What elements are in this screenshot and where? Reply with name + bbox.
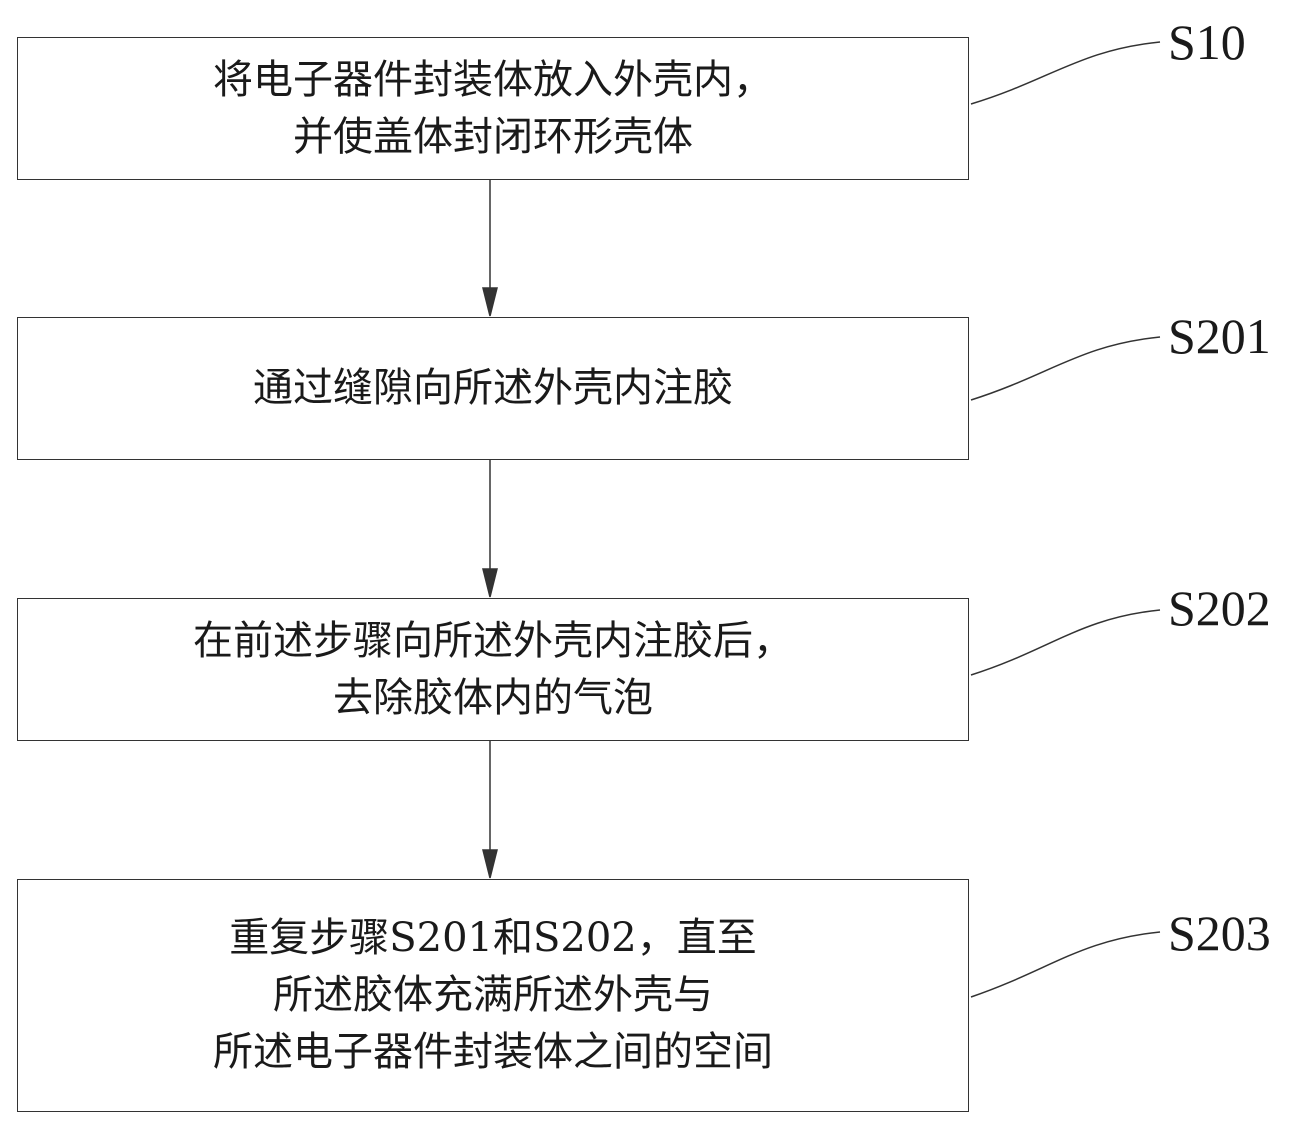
- step-label-s202: S202: [1168, 580, 1271, 636]
- step-text-line: 去除胶体内的气泡: [333, 674, 653, 721]
- step-label-s10: S10: [1168, 14, 1246, 70]
- step-text-line: 所述胶体充满所述外壳与: [273, 972, 713, 1018]
- step-text-line: 并使盖体封闭环形壳体: [293, 113, 693, 160]
- step-text-line: 通过缝隙向所述外壳内注胶: [253, 365, 733, 411]
- step-box-s201: 通过缝隙向所述外壳内注胶: [17, 317, 969, 460]
- leader-line-s202: [970, 609, 1161, 676]
- leader-line-s201: [970, 336, 1161, 401]
- flow-arrow-s202-to-s203: [482, 741, 498, 879]
- step-label-s203: S203: [1168, 905, 1271, 961]
- step-box-s203: 重复步骤S201和S202，直至 所述胶体充满所述外壳与 所述电子器件封装体之间…: [17, 879, 969, 1112]
- leader-line-s203: [970, 931, 1161, 998]
- step-text-line: 所述电子器件封装体之间的空间: [213, 1029, 773, 1075]
- flow-arrow-s10-to-s201: [482, 180, 498, 317]
- flow-arrow-s201-to-s202: [482, 460, 498, 598]
- step-box-s202: 在前述步骤向所述外壳内注胶后， 去除胶体内的气泡: [17, 598, 969, 741]
- step-text-line: 在前述步骤向所述外壳内注胶后，: [193, 617, 793, 664]
- leader-line-s10: [970, 41, 1161, 105]
- step-box-s10: 将电子器件封装体放入外壳内， 并使盖体封闭环形壳体: [17, 37, 969, 180]
- step-text-line: 重复步骤S201和S202，直至: [229, 915, 757, 961]
- step-text-line: 将电子器件封装体放入外壳内，: [213, 56, 773, 103]
- step-label-s201: S201: [1168, 308, 1271, 364]
